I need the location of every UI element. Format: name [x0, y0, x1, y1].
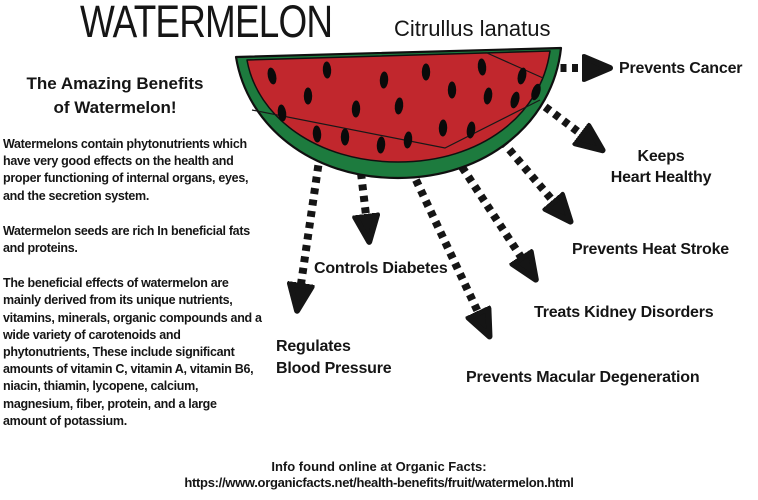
footer-source-text: Info found online at Organic Facts: [271, 459, 487, 474]
benefit-label-treats-kidney-disorders: Treats Kidney Disorders [534, 304, 714, 321]
page-title: WATERMELON [80, 0, 333, 47]
watermelon-seeds [267, 58, 541, 154]
arrow-prevents-heat-stroke [498, 138, 553, 201]
benefit-label-controls-diabetes: Controls Diabetes [314, 260, 448, 277]
benefit-label-prevents-macular-degeneration: Prevents Macular Degeneration [466, 369, 700, 386]
benefit-label-regulates-blood-pressure: Regulates Blood Pressure [276, 338, 392, 377]
benefit-label-keeps-heart-healthy: Keeps Heart Healthy [610, 148, 712, 186]
intro-paragraph-phytonutrients: Watermelons contain phytonutrients which… [3, 137, 249, 203]
arrow-controls-diabetes [361, 172, 366, 215]
intro-paragraph-nutrients: The beneficial effects of watermelon are… [3, 276, 262, 428]
arrow-regulates-blood-pressure [301, 153, 324, 284]
benefit-arrows [301, 68, 583, 312]
page-subtitle: Citrullus lanatus [394, 16, 551, 41]
benefit-label-prevents-heat-stroke: Prevents Heat Stroke [572, 241, 729, 258]
footer-source-url: https://www.organicfacts.net/health-bene… [184, 475, 574, 490]
arrow-treats-kidney-disorders [458, 164, 521, 257]
intro-heading: The Amazing Benefits of Watermelon! [26, 74, 204, 117]
intro-paragraph-seeds: Watermelon seeds are rich In beneficial … [3, 223, 250, 256]
arrow-keeps-heart-healthy [533, 96, 581, 134]
intro-paragraphs: Watermelons contain phytonutrients which… [3, 136, 263, 448]
arrow-prevents-macular-degeneration [412, 178, 478, 312]
slice-cut-lines [251, 52, 544, 149]
watermelon-slice [234, 46, 563, 180]
benefit-label-prevents-cancer: Prevents Cancer [619, 60, 743, 77]
